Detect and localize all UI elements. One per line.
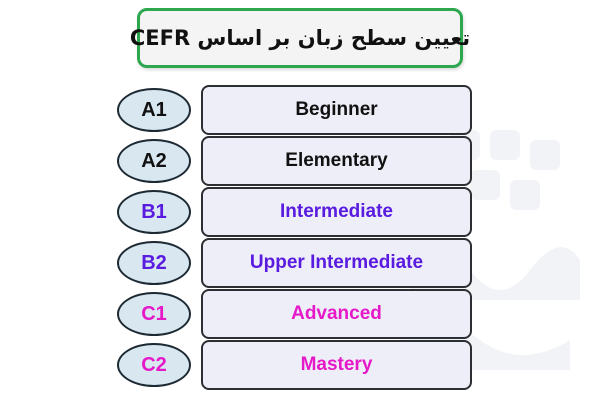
diagram-title: تعیین سطح زبان بر اساس CEFR bbox=[129, 26, 471, 50]
level-name-box: Upper Intermediate bbox=[201, 238, 472, 288]
level-name-box: Intermediate bbox=[201, 187, 472, 237]
level-name-box: Beginner bbox=[201, 85, 472, 135]
level-code-badge: B1 bbox=[117, 190, 191, 234]
level-code-badge: B2 bbox=[117, 241, 191, 285]
level-code-badge: C1 bbox=[117, 292, 191, 336]
level-code-badge: A2 bbox=[117, 139, 191, 183]
level-name-box: Advanced bbox=[201, 289, 472, 339]
level-code-badge: A1 bbox=[117, 88, 191, 132]
title-box: تعیین سطح زبان بر اساس CEFR bbox=[130, 8, 470, 68]
level-name-box: Mastery bbox=[201, 340, 472, 390]
level-code-badge: C2 bbox=[117, 343, 191, 387]
level-name-box: Elementary bbox=[201, 136, 472, 186]
